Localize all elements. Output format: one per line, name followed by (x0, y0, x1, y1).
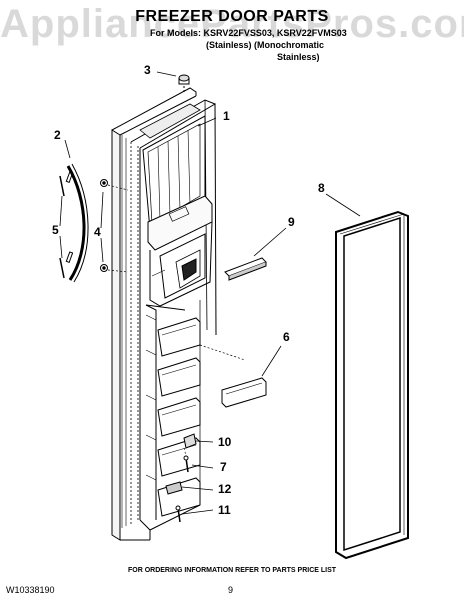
callout-11: 11 (218, 503, 231, 517)
door-bin (199, 344, 267, 408)
callout-5: 5 (52, 223, 59, 237)
dispenser-trim (224, 257, 267, 281)
callout-2: 2 (54, 128, 61, 142)
callout-1: 1 (223, 109, 230, 123)
page-number: 9 (228, 585, 234, 595)
lower-hinge-hardware (165, 433, 197, 523)
callout-9: 9 (288, 215, 295, 229)
callout-4: 4 (94, 225, 101, 239)
variant-monochromatic-label-2: Stainless) (277, 52, 320, 62)
door-handle (59, 163, 129, 283)
freezer-door (111, 87, 217, 541)
door-gasket (335, 210, 409, 560)
callout-12: 12 (218, 482, 232, 496)
callout-8: 8 (318, 181, 325, 195)
top-hinge-plug (178, 74, 190, 94)
document-number: W10338190 (6, 585, 55, 595)
page-title: FREEZER DOOR PARTS (135, 8, 329, 25)
callout-3: 3 (144, 63, 151, 77)
callout-7: 7 (220, 460, 227, 474)
models-line: For Models: KSRV22FVSS03, KSRV22FVMS03 (150, 28, 347, 38)
callout-6: 6 (283, 330, 290, 344)
ordering-info: FOR ORDERING INFORMATION REFER TO PARTS … (127, 567, 337, 574)
callout-10: 10 (218, 435, 232, 449)
leader-lines (59, 71, 361, 515)
variant-stainless-label: (Stainless) (206, 40, 252, 50)
variant-monochromatic-label: (Monochromatic (254, 40, 325, 50)
watermark-text: AppliancePartsPros.com (0, 2, 464, 46)
